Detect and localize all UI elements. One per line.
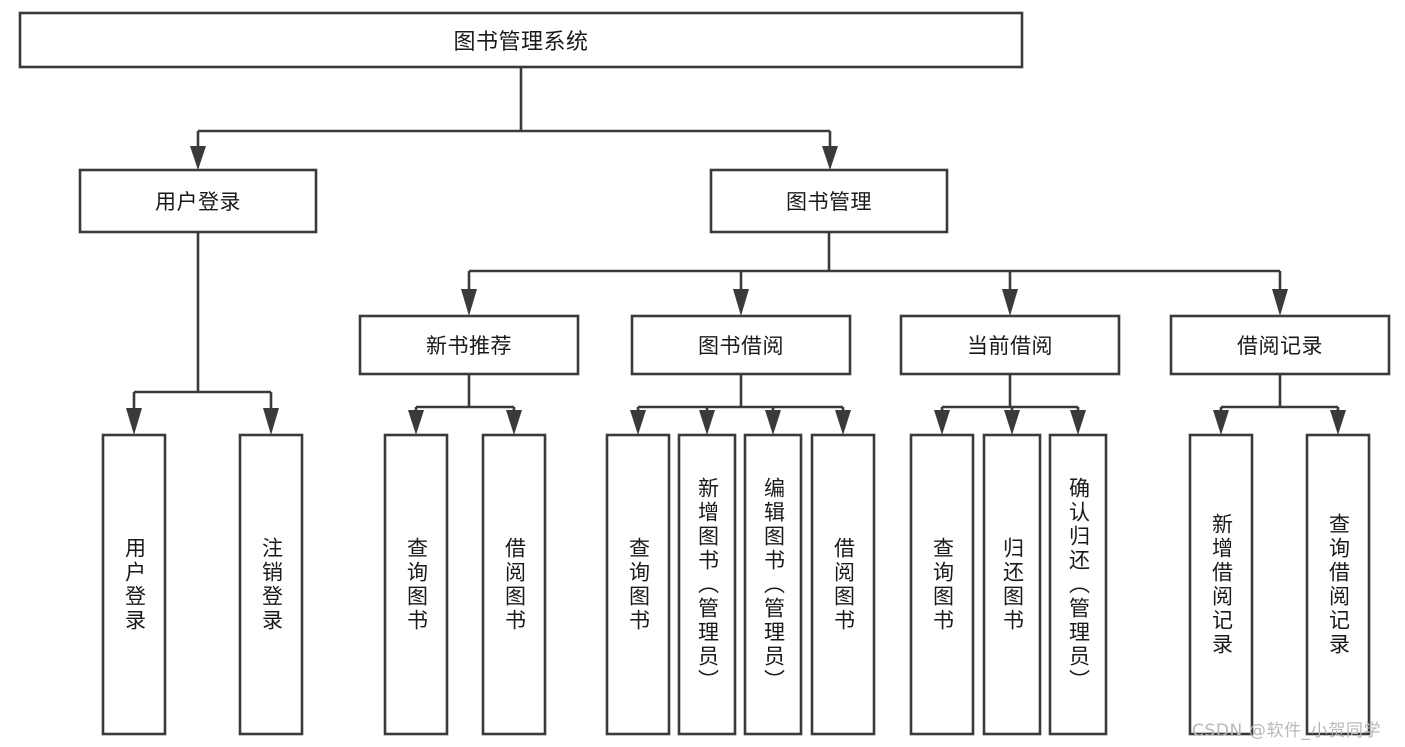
arrow-head-borrow-record	[1272, 289, 1288, 316]
arrow-head-leaf-logout	[263, 408, 279, 435]
connectors-book-manage-to-level3	[461, 232, 1288, 316]
arrow-head-leaf-borrow-book	[835, 410, 851, 435]
node-box-leaf-query-borrow-record[interactable]	[1305, 433, 1371, 736]
connectors-book-borrow-to-leaves	[630, 374, 851, 435]
arrow-head-leaf-query-borrow-record	[1330, 410, 1346, 435]
node-box-leaf-add-book-admin[interactable]	[677, 433, 737, 736]
connectors-borrow-record-to-leaves	[1213, 374, 1346, 435]
arrow-head-leaf-query-book-recommend	[408, 410, 424, 435]
connectors-user-login-to-leaves	[126, 232, 279, 435]
arrow-head-book-borrow	[733, 289, 749, 316]
node-box-leaf-query-book-borrow[interactable]	[605, 433, 671, 736]
arrow-head-leaf-add-book-admin	[699, 410, 715, 435]
connectors-current-borrow-to-leaves	[934, 374, 1086, 435]
arrow-head-new-book-recommend	[461, 289, 477, 316]
node-box-leaf-query-book-recommend[interactable]	[383, 433, 449, 736]
node-box-root[interactable]	[18, 11, 1024, 69]
node-box-leaf-add-borrow-record[interactable]	[1188, 433, 1254, 736]
arrow-head-leaf-confirm-return-admin	[1070, 410, 1086, 435]
node-box-current-borrow[interactable]	[899, 314, 1121, 376]
node-box-leaf-query-book-current[interactable]	[909, 433, 975, 736]
node-box-leaf-logout[interactable]	[238, 433, 304, 736]
arrow-head-leaf-add-borrow-record	[1213, 410, 1229, 435]
node-box-new-book-recommend[interactable]	[358, 314, 580, 376]
node-box-leaf-return-book[interactable]	[982, 433, 1042, 736]
node-box-leaf-borrow-book[interactable]	[810, 433, 876, 736]
node-box-leaf-borrow-book-recommend[interactable]	[481, 433, 547, 736]
node-box-leaf-edit-book-admin[interactable]	[743, 433, 803, 736]
node-box-book-borrow[interactable]	[630, 314, 852, 376]
arrow-head-leaf-query-book-current	[934, 410, 950, 435]
arrow-head-book-manage	[822, 146, 838, 170]
node-box-borrow-record[interactable]	[1169, 314, 1391, 376]
node-box-book-manage[interactable]	[709, 168, 949, 234]
node-box-leaf-user-login[interactable]	[101, 433, 167, 736]
node-box-leaf-confirm-return-admin[interactable]	[1048, 433, 1108, 736]
arrow-head-leaf-user-login	[126, 408, 142, 435]
arrow-head-leaf-borrow-book-recommend	[506, 410, 522, 435]
connectors-new-book-recommend-to-leaves	[408, 374, 522, 435]
arrow-head-leaf-return-book	[1004, 410, 1020, 435]
arrow-head-current-borrow	[1002, 289, 1018, 316]
connectors-root-to-level2	[190, 67, 838, 170]
node-box-user-login[interactable]	[78, 168, 318, 234]
arrow-head-leaf-edit-book-admin	[765, 410, 781, 435]
arrow-head-user-login	[190, 146, 206, 170]
arrow-head-leaf-query-book-borrow	[630, 410, 646, 435]
